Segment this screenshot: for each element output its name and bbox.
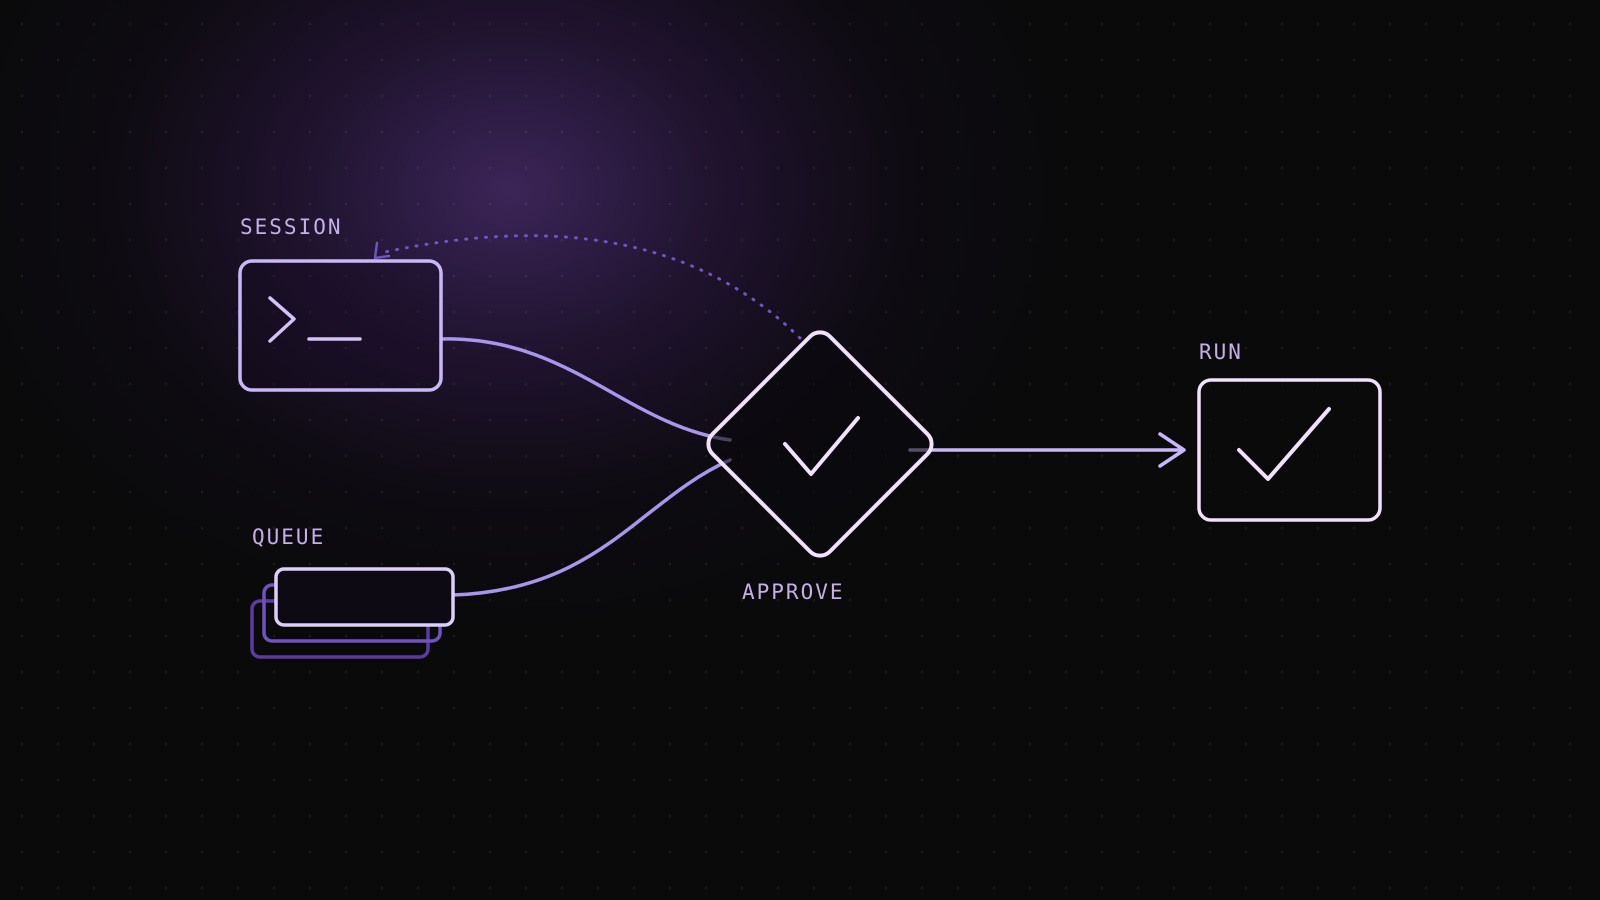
run-label: RUN [1199, 340, 1243, 364]
checkmark-icon [783, 416, 860, 476]
terminal-prompt-icon [268, 296, 362, 343]
approve-node[interactable] [703, 327, 938, 562]
queue-node[interactable] [250, 567, 455, 659]
edge-queue-to-approve [451, 458, 732, 597]
queue-label: QUEUE [252, 525, 326, 549]
session-box [238, 259, 443, 392]
run-box [1197, 378, 1382, 522]
edge-approve-to-session-dotted [383, 234, 802, 340]
approve-label: APPROVE [742, 580, 845, 604]
stacked-cards-icon [250, 567, 455, 659]
session-node[interactable] [238, 259, 443, 392]
checkmark-icon [1237, 407, 1331, 481]
dotted-arrowhead-icon [373, 241, 391, 260]
run-node[interactable] [1197, 378, 1382, 522]
session-label: SESSION [240, 215, 343, 239]
approve-diamond [706, 330, 934, 558]
arrowhead-icon [1158, 432, 1186, 468]
edge-session-to-approve [439, 337, 732, 442]
